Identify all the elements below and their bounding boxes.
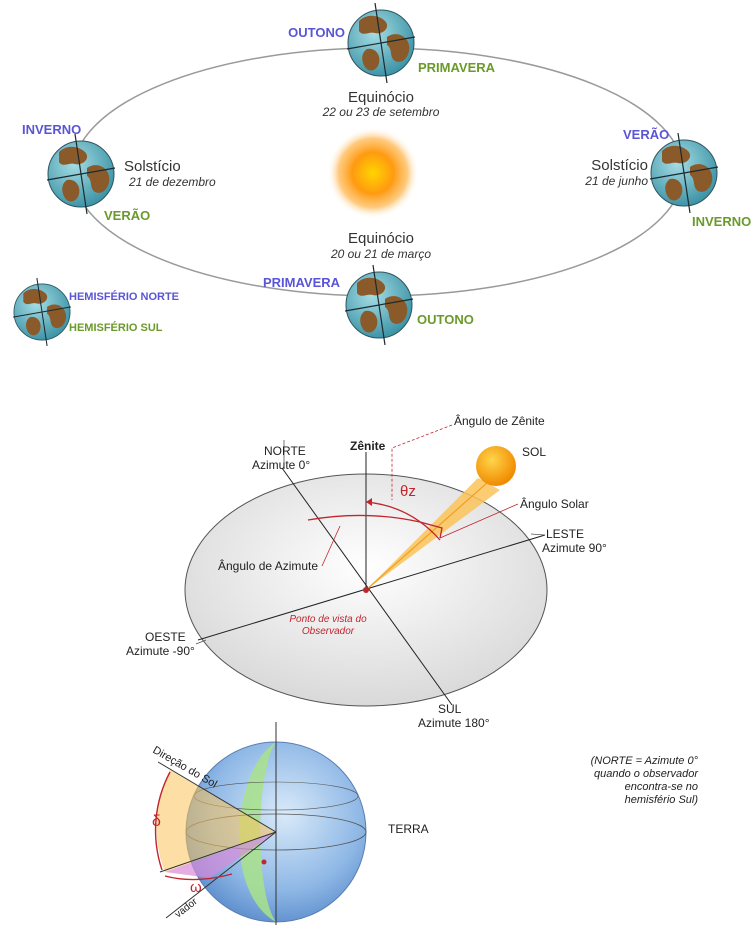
declination-sector [156, 770, 276, 872]
season-label-spring-top: PRIMAVERA [418, 60, 496, 75]
observer-ray [165, 831, 277, 919]
south-label: SUL [438, 702, 462, 716]
earth-globe-right [649, 132, 719, 214]
event-title-june: Solstício [591, 157, 648, 174]
event-date-june: 21 de junho [584, 174, 648, 188]
earth-globe-bottom [344, 264, 414, 346]
azimuth-angle-label: Ângulo de Azimute [218, 558, 318, 573]
event-date-december: 21 de dezembro [128, 175, 216, 189]
note-line4: hemisfério Sul) [625, 794, 699, 806]
azimuth-angle-arc [307, 514, 421, 523]
note-line1: (NORTE = Azimute 0° [591, 755, 699, 767]
zenith-angle-label: Ângulo de Zênite [454, 413, 545, 428]
solar-angle-leader [439, 503, 519, 539]
earth-globe-top [346, 2, 416, 84]
east-label: LESTE [546, 527, 584, 541]
season-label-autumn-bottom: OUTONO [417, 312, 474, 327]
legend-northern-hemisphere: HEMISFÉRIO NORTE [69, 290, 179, 303]
zenith-angle-leader [391, 424, 453, 500]
earth-globe-left [46, 133, 116, 215]
delta-arc [154, 771, 171, 871]
omega-label: ω [190, 879, 202, 896]
season-label-winter-right: INVERNO [692, 214, 751, 229]
north-azimuth-label: Azimute 0° [252, 458, 310, 472]
observer-label-line2: Observador [302, 626, 355, 637]
east-leader [530, 533, 546, 536]
zenith-label: Zênite [350, 439, 386, 453]
sun-sphere [476, 446, 516, 486]
event-title-december: Solstício [124, 158, 181, 175]
legend-globe [12, 277, 72, 347]
equatorial-ray [159, 831, 277, 873]
season-label-summer-right: VERÃO [623, 127, 669, 142]
observer-label-line1: Ponto de vista do [289, 614, 367, 625]
sun-direction-ray [157, 761, 277, 833]
season-label-winter-left: INVERNO [22, 122, 81, 137]
sun-glow [327, 127, 419, 219]
event-date-september: 22 ou 23 de setembro [322, 105, 440, 119]
north-label: NORTE [264, 444, 306, 458]
hour-angle-sector [165, 832, 276, 878]
solar-angle-label: Ângulo Solar [520, 496, 589, 511]
note-line2: quando o observador [594, 768, 699, 780]
observer-point [363, 587, 369, 593]
sun-direction-line [365, 481, 489, 591]
delta-label: δ [152, 813, 161, 830]
azimuth-angle-leader [321, 525, 341, 567]
west-leader [195, 639, 207, 645]
event-title-september: Equinócio [348, 89, 414, 106]
legend-southern-hemisphere: HEMISFÉRIO SUL [69, 321, 163, 334]
omega-arc [164, 873, 233, 881]
west-label: OESTE [145, 630, 186, 644]
event-title-march: Equinócio [348, 230, 414, 247]
sun-label: SOL [522, 445, 546, 459]
note-line3: encontra-se no [625, 781, 698, 793]
observer-point-earth [261, 859, 267, 865]
theta-z-label: θz [400, 483, 416, 500]
season-label-autumn-top: OUTONO [288, 25, 345, 40]
south-azimuth-label: Azimute 180° [418, 716, 490, 730]
season-label-summer-left: VERÃO [104, 208, 150, 223]
season-label-spring-bottom: PRIMAVERA [263, 275, 341, 290]
observer-partial-label: vador [173, 896, 200, 920]
north-south-axis [281, 467, 453, 706]
east-azimuth-label: Azimute 90° [542, 541, 607, 555]
zenith-arc-arrow [366, 498, 372, 506]
east-west-axis [197, 534, 546, 641]
west-azimuth-label: Azimute -90° [126, 644, 195, 658]
zenith-angle-arc [365, 501, 441, 541]
terra-label: TERRA [388, 822, 429, 836]
event-date-march: 20 ou 21 de março [330, 247, 431, 261]
sun-ray-beam [366, 478, 500, 590]
solar-angle-arc [419, 521, 443, 539]
